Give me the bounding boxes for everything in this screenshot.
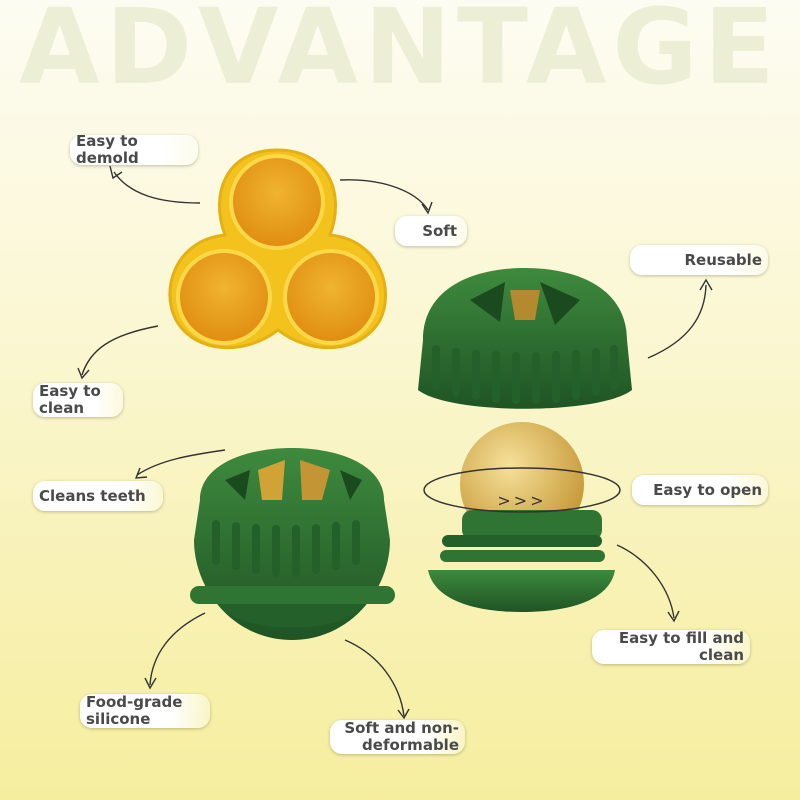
label-rotate-chevrons: >>> <box>497 490 547 510</box>
label-easy-to-clean: Easy to clean <box>33 383 123 417</box>
advantage-headline: ADVANTAGE <box>19 0 781 108</box>
label-easy-to-open: Easy to open <box>632 475 768 505</box>
label-easy-to-demold: Easy to demold <box>70 133 198 167</box>
label-soft: Soft <box>395 216 467 246</box>
callout-arrows <box>77 165 713 720</box>
label-food-grade-silicone: Food-grade silicone <box>80 694 210 728</box>
label-cleans-teeth: Cleans teeth <box>33 481 163 511</box>
green-top-shell <box>418 268 632 409</box>
label-easy-to-fill-and-clean: Easy to fill and clean <box>592 630 750 664</box>
label-soft-and-non-deformable: Soft and non-deformable <box>330 720 465 754</box>
silicone-mold-tray <box>168 148 388 350</box>
assembled-treat-ball <box>190 448 395 640</box>
base-with-catnip-ball <box>423 422 621 612</box>
label-reusable: Reusable <box>630 245 768 275</box>
